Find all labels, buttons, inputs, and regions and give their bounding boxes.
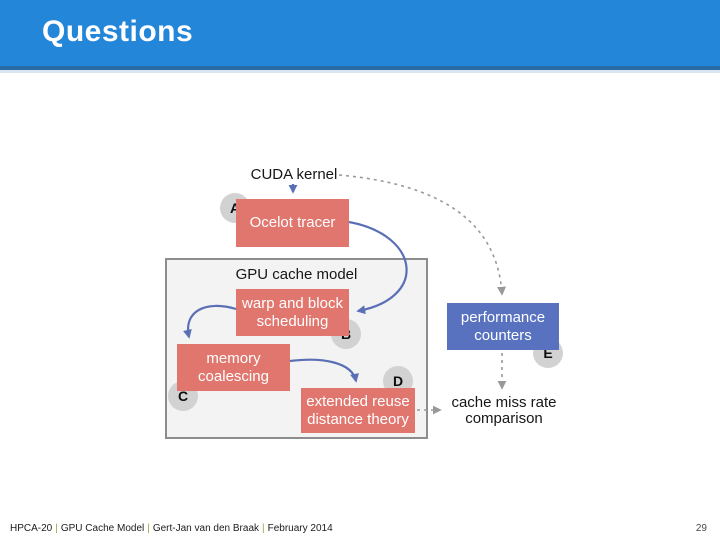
ocelot-tracer-box: Ocelot tracer [236,199,349,247]
footer-date: February 2014 [267,523,333,534]
warp-scheduling-line1: warp and block [242,294,343,312]
footer-separator: | [262,523,265,534]
gpu-cache-model-label: GPU cache model [235,266,358,283]
performance-counters-line1: performance [460,308,546,326]
footer-author: Gert-Jan van den Braak [152,523,260,534]
footer-separator: | [147,523,150,534]
cuda-kernel-label: CUDA kernel [250,166,338,183]
performance-counters-box: performance counters [447,303,559,350]
cache-miss-line2: comparison [465,410,543,427]
header-accent-line-dark [0,66,720,70]
extended-reuse-distance-box: extended reuse distance theory [301,388,415,433]
warp-block-scheduling-box: warp and block scheduling [236,289,349,336]
memory-coalescing-box: memory coalescing [177,344,290,391]
footer-project: GPU Cache Model [60,523,145,534]
footer-text: HPCA-20|GPU Cache Model|Gert-Jan van den… [10,523,333,534]
footer-conference: HPCA-20 [10,523,53,534]
footer-separator: | [55,523,58,534]
page-number: 29 [695,523,707,534]
extended-reuse-line2: distance theory [307,410,409,428]
slide-title: Questions [42,15,194,48]
header-bar [0,0,720,66]
memory-coalescing-line1: memory [206,349,261,367]
header-accent-line-light [0,70,720,73]
performance-counters-line2: counters [474,326,532,344]
cache-miss-comparison-label: cache miss rate comparison [444,395,564,427]
warp-scheduling-line2: scheduling [256,312,329,330]
extended-reuse-line1: extended reuse [306,392,410,410]
memory-coalescing-line2: coalescing [198,367,269,385]
cache-miss-line1: cache miss rate [451,394,557,411]
